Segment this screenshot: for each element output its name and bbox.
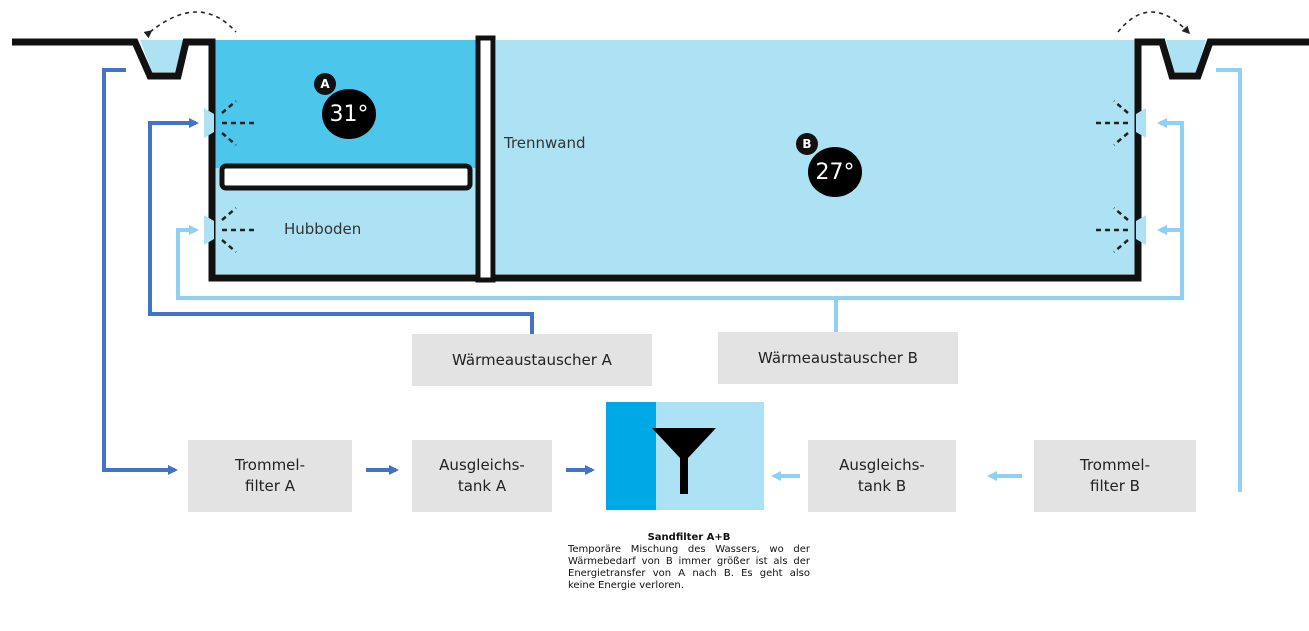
pool-a-temperature: 31° xyxy=(322,89,376,139)
buffer-tank-b: Ausgleichs- tank B xyxy=(808,440,956,512)
buffer-tank-a-line2: tank A xyxy=(457,477,507,495)
drum-filter-b: Trommel- filter B xyxy=(1034,440,1196,512)
pool-outline xyxy=(12,38,1309,282)
drum-filter-b-line1: Trommel- xyxy=(1079,456,1150,474)
pool-a-letter-badge: A xyxy=(314,73,336,95)
overflow-arc-left xyxy=(143,11,237,39)
divider-wall xyxy=(475,35,496,283)
nozzle-left-upper xyxy=(221,100,254,146)
heat-exchanger-a-label: Wärmeaustauscher A xyxy=(452,350,612,369)
heat-exchanger-b: Wärmeaustauscher B xyxy=(718,332,958,384)
loop-b-exchanger-to-pool-left xyxy=(176,225,838,334)
buffer-tank-a-line1: Ausgleichs- xyxy=(439,456,525,474)
overflow-arc-right xyxy=(1117,11,1191,35)
divider-wall-label: Trennwand xyxy=(504,134,586,152)
loop-a-exchanger-to-pool xyxy=(148,118,534,334)
drum-filter-b-line2: filter B xyxy=(1090,477,1140,495)
nozzle-left-lower-body xyxy=(204,215,214,245)
loop-a-gutter-to-drumfilter xyxy=(102,68,178,475)
loop-b-exchanger-to-pool-right xyxy=(836,118,1184,300)
pool-b-temperature: 27° xyxy=(808,147,862,197)
nozzle-left-upper-body xyxy=(204,108,214,138)
drum-filter-a: Trommel- filter A xyxy=(188,440,352,512)
drum-filter-a-line2: filter A xyxy=(245,477,295,495)
buffer-tank-b-line1: Ausgleichs- xyxy=(839,456,925,474)
nozzle-right-lower xyxy=(1096,207,1129,253)
funnel-icon xyxy=(652,428,716,494)
sandfilter-section-b xyxy=(656,402,764,510)
loop-b-gutter-to-drumfilter xyxy=(1216,68,1242,492)
nozzle-left-lower xyxy=(221,207,254,253)
buffer-tank-b-line2: tank B xyxy=(857,477,907,495)
sandfilter-caption: Sandfilter A+B Temporäre Mischung des Wa… xyxy=(568,532,810,592)
heat-exchanger-b-label: Wärmeaustauscher B xyxy=(758,348,918,367)
nozzle-right-lower-body xyxy=(1136,215,1146,245)
heat-exchanger-a: Wärmeaustauscher A xyxy=(412,334,652,386)
nozzle-right-upper-body xyxy=(1136,108,1146,138)
pool-b-letter-badge: B xyxy=(796,133,818,155)
sandfilter-description: Temporäre Mischung des Wassers, wo der W… xyxy=(568,544,810,591)
movable-floor-label: Hubboden xyxy=(284,220,362,238)
sandfilter-section-a xyxy=(606,402,656,510)
sandfilter-title: Sandfilter A+B xyxy=(647,532,731,543)
nozzle-right-upper xyxy=(1096,100,1129,146)
buffer-tank-a: Ausgleichs- tank A xyxy=(412,440,552,512)
overflow-gutter-right-water xyxy=(1166,40,1206,72)
movable-floor xyxy=(219,163,473,191)
overflow-gutter-left-water xyxy=(140,40,184,72)
drum-filter-a-line1: Trommel- xyxy=(234,456,305,474)
